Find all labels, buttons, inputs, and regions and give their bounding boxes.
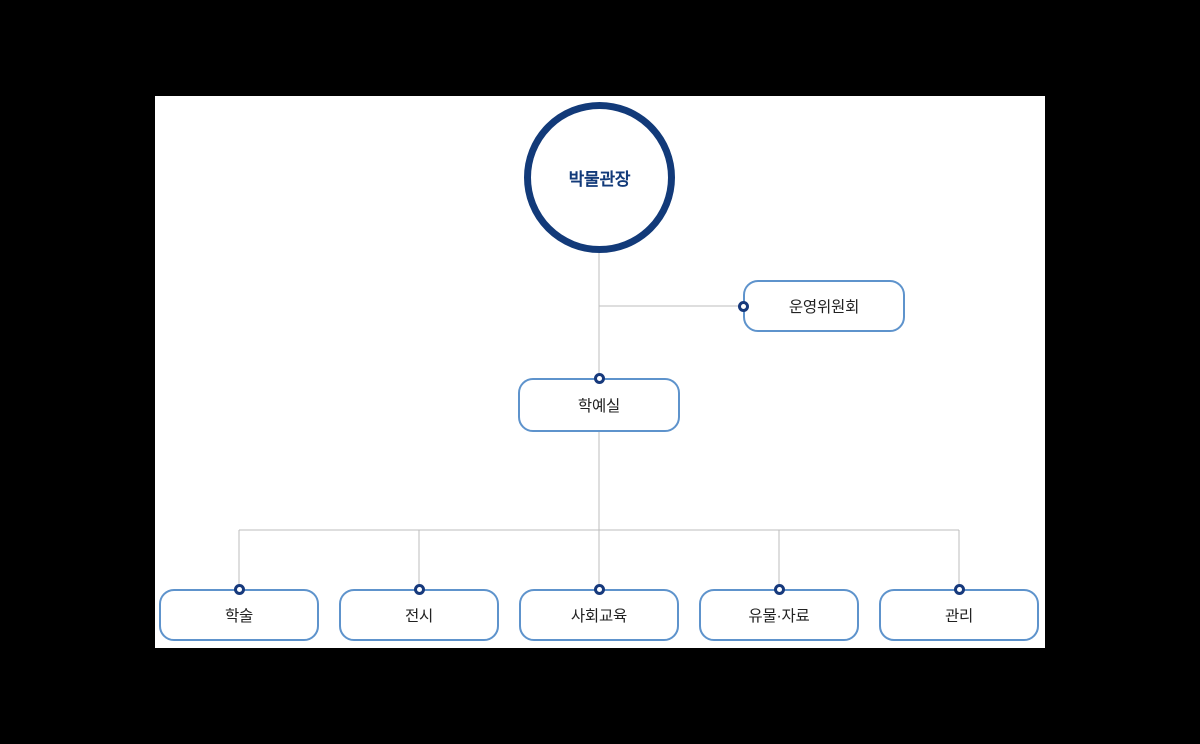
node-team-social-education-label: 사회교육: [570, 608, 628, 625]
node-team-relics-materials[interactable]: 유물·자료: [699, 589, 859, 641]
node-team-exhibition-label: 전시: [404, 608, 434, 625]
connector-dot-team-relics-materials: [774, 584, 785, 595]
node-team-academic[interactable]: 학술: [159, 589, 319, 641]
node-team-relics-materials-label: 유물·자료: [748, 608, 810, 625]
node-team-management-label: 관리: [944, 608, 974, 625]
node-root-director[interactable]: 박물관장: [524, 102, 675, 253]
node-curatorial-office[interactable]: 학예실: [518, 378, 680, 432]
connector-dot-team-management: [954, 584, 965, 595]
node-curatorial-office-label: 학예실: [577, 398, 621, 415]
node-operating-committee-label: 운영위원회: [788, 299, 860, 316]
node-team-exhibition[interactable]: 전시: [339, 589, 499, 641]
chart-canvas: 박물관장 운영위원회 학예실 학술 전시 사회교육 유물·자료 관리: [155, 96, 1045, 648]
node-root-director-label: 박물관장: [568, 170, 631, 189]
node-team-management[interactable]: 관리: [879, 589, 1039, 641]
node-operating-committee[interactable]: 운영위원회: [743, 280, 905, 332]
connector-dot-curatorial-office: [594, 373, 605, 384]
node-team-academic-label: 학술: [224, 608, 254, 625]
connector-dot-team-social-education: [594, 584, 605, 595]
connector-dot-team-exhibition: [414, 584, 425, 595]
connector-lines: [238, 253, 960, 589]
connector-dot-operating-committee: [738, 301, 749, 312]
node-team-social-education[interactable]: 사회교육: [519, 589, 679, 641]
connector-dot-team-academic: [234, 584, 245, 595]
